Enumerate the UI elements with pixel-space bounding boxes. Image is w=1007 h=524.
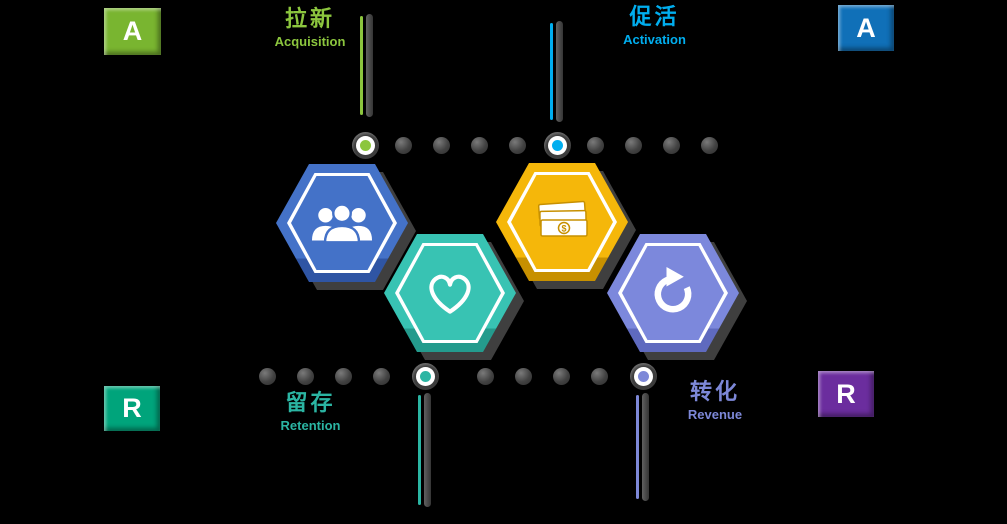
badge-activation-letter: A [856, 12, 876, 43]
hexagon-icon-wrap: $ [496, 163, 628, 281]
badge-retention: R [104, 386, 160, 431]
dot [701, 137, 718, 154]
dot [477, 368, 494, 385]
connector-activation-accent [550, 23, 553, 120]
label-activation-en: Activation [623, 32, 686, 47]
dot [587, 137, 604, 154]
dot [591, 368, 608, 385]
label-revenue-zh: 转化 [689, 380, 740, 405]
connector-acquisition-accent [360, 16, 363, 115]
badge-retention-letter: R [122, 393, 142, 423]
connector-retention [418, 393, 431, 507]
dot [373, 368, 390, 385]
hexagon-icon-wrap [276, 164, 408, 282]
connector-revenue-bar [642, 393, 649, 501]
badge-activation: A [838, 5, 894, 51]
dot [553, 368, 570, 385]
refresh-arrow-icon [654, 267, 692, 313]
connector-revenue [636, 393, 649, 501]
dot [663, 137, 680, 154]
label-retention-zh: 留存 [285, 391, 336, 416]
dot [625, 137, 642, 154]
badge-revenue: R [818, 371, 874, 417]
dot [471, 137, 488, 154]
dot [433, 137, 450, 154]
hub-dot-activation [544, 132, 571, 159]
hexagon-acquisition-users [276, 164, 416, 290]
connector-acquisition-bar [366, 14, 373, 117]
dot [259, 368, 276, 385]
label-acquisition-zh: 拉新 [284, 7, 335, 32]
dot [515, 368, 532, 385]
connector-activation-bar [556, 21, 563, 122]
hub-dot-retention [412, 363, 439, 390]
svg-text:$: $ [561, 224, 566, 234]
dot [395, 137, 412, 154]
label-retention: 留存 Retention [243, 392, 378, 434]
users-icon [311, 203, 373, 244]
connector-activation [550, 21, 563, 122]
hexagon-icon-wrap [607, 234, 739, 352]
banknotes-icon: $ [537, 200, 588, 237]
dot [335, 368, 352, 385]
hexagon-activation-money: $ [496, 163, 636, 289]
connector-retention-bar [424, 393, 431, 507]
hub-dot-revenue [630, 363, 657, 390]
connector-revenue-accent [636, 395, 639, 499]
badge-acquisition-letter: A [122, 16, 143, 46]
connector-acquisition [360, 14, 373, 117]
dot [297, 368, 314, 385]
hexagon-retention-heart [384, 234, 524, 360]
dot [509, 137, 526, 154]
badge-acquisition: A [104, 8, 161, 55]
badge-revenue-letter: R [836, 378, 856, 409]
hub-dot-acquisition [352, 132, 379, 159]
connector-retention-accent [418, 395, 421, 505]
label-activation-zh: 促活 [629, 5, 680, 30]
label-acquisition-en: Acquisition [274, 34, 346, 49]
label-activation: 促活 Activation [582, 6, 727, 48]
label-retention-en: Retention [280, 418, 341, 433]
heart-icon [429, 274, 471, 314]
hexagon-revenue-refresh [607, 234, 747, 360]
label-revenue-en: Revenue [687, 407, 743, 422]
label-acquisition: 拉新 Acquisition [240, 8, 380, 50]
label-revenue: 转化 Revenue [650, 381, 780, 423]
hexagon-icon-wrap [384, 234, 516, 352]
